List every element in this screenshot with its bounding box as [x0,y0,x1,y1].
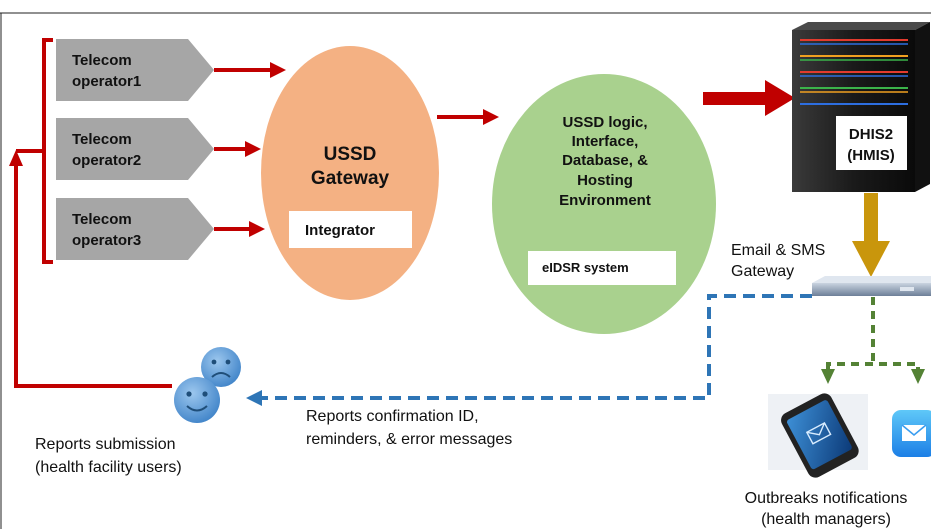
eidsr-line-2: Interface, [572,133,639,150]
operator-to-gateway-arrows [214,62,286,237]
feedback-label-line1: Reports confirmation ID, [306,408,479,425]
dhis2-to-gateway-arrow [852,193,890,277]
notification-arrowhead-mail [911,369,925,384]
mail-icon [892,410,931,457]
eidsr-line-1: USSD logic, [562,114,647,131]
feedback-label-line2: reminders, & error messages [306,431,512,448]
notification-path [826,297,920,369]
submission-return-path [14,38,172,388]
network-switch-icon [812,276,931,296]
users-icon [174,347,241,423]
dhis2-line1: DHIS2 [849,126,893,143]
ussd-gateway-line1: USSD [324,144,377,165]
eidsr-system: USSD logic, Interface, Database, & Hosti… [492,74,716,334]
eidsr-line-3: Database, & [562,152,648,169]
outbreaks-label-line1: Outbreaks notifications [745,490,908,507]
dhis2-line2: (HMIS) [847,147,895,164]
integrator-label: Integrator [305,222,375,239]
telecom-operator-2: Telecom operator2 [56,118,214,180]
submission-label-line2: (health facility users) [35,459,182,476]
eidsr-line-5: Environment [559,192,651,209]
feedback-path [262,294,812,400]
gateway-to-eidsr-arrow [437,109,499,125]
server-icon: DHIS2 (HMIS) [792,22,930,192]
smartphone-icon [768,393,868,478]
eidsr-system-label: eIDSR system [542,260,629,275]
submission-label-line1: Reports submission [35,436,176,453]
notification-arrowhead-phone [821,369,835,384]
return-arrowhead [9,150,23,166]
feedback-arrowhead [246,390,262,406]
telecom-operator-1-line1: Telecom [72,52,132,69]
email-sms-gateway-line2: Gateway [731,263,794,280]
email-sms-gateway-line1: Email & SMS [731,242,825,259]
telecom-operator-2-line2: operator2 [72,152,141,169]
telecom-operator-2-line1: Telecom [72,131,132,148]
eidsr-line-4: Hosting [577,172,633,189]
ussd-gateway: USSD Gateway Integrator [261,46,439,300]
eidsr-to-dhis2-arrow [703,80,795,116]
ussd-gateway-line2: Gateway [311,168,390,189]
telecom-operator-3-line2: operator3 [72,232,141,249]
telecom-operator-1-line2: operator1 [72,73,141,90]
outbreaks-label-line2: (health managers) [761,511,891,528]
telecom-operator-3-line1: Telecom [72,211,132,228]
telecom-operator-3: Telecom operator3 [56,198,214,260]
telecom-operator-1: Telecom operator1 [56,39,214,101]
